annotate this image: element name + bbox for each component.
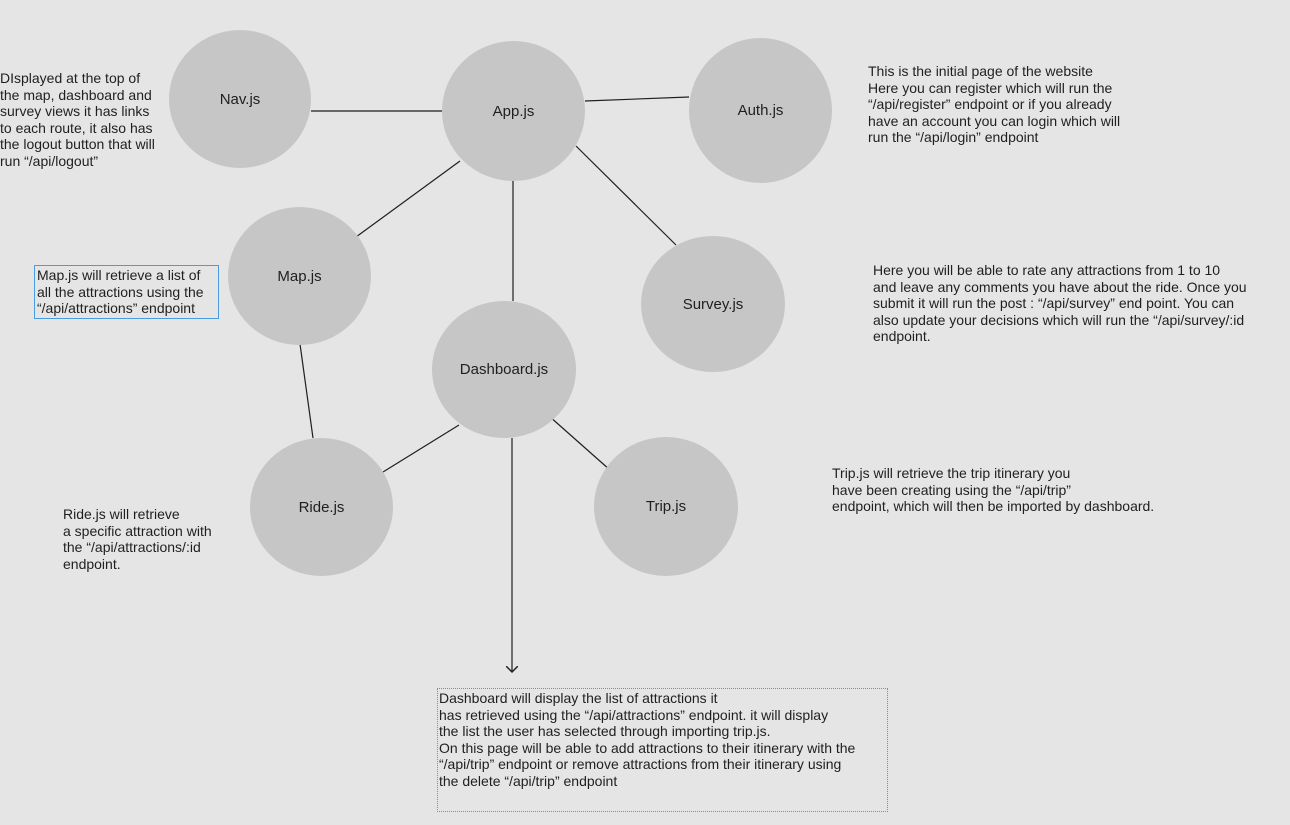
edge-map-ride	[299, 343, 314, 439]
note-survey: Here you will be able to rate any attrac…	[873, 262, 1247, 344]
edge-dashboard-ride	[382, 424, 460, 473]
node-dashboard-label: Dashboard.js	[459, 361, 549, 378]
node-survey-label: Survey.js	[682, 295, 744, 313]
node-nav-label: Nav.js	[219, 90, 261, 108]
node-app: App.js	[442, 41, 585, 181]
edge-dashboard-trip	[548, 415, 611, 471]
note-nav: DIsplayed at the top of the map, dashboa…	[0, 70, 155, 169]
node-trip: Trip.js	[594, 437, 738, 576]
node-map: Map.js	[228, 207, 371, 345]
node-trip-label: Trip.js	[645, 498, 687, 515]
edge-app-survey	[575, 145, 677, 246]
note-ride: Ride.js will retrieve a specific attract…	[63, 506, 212, 572]
note-map: Map.js will retrieve a list of all the a…	[34, 265, 219, 319]
node-auth: Auth.js	[689, 38, 832, 183]
edge-app-auth	[584, 96, 690, 102]
node-ride-label: Ride.js	[298, 498, 345, 516]
node-nav: Nav.js	[169, 30, 311, 168]
node-app-label: App.js	[492, 102, 535, 120]
node-dashboard: Dashboard.js	[432, 301, 576, 438]
node-map-label: Map.js	[277, 267, 322, 285]
node-ride: Ride.js	[250, 438, 393, 576]
edge-app-map	[355, 160, 461, 238]
note-auth: This is the initial page of the website …	[868, 63, 1121, 145]
note-dashboard: Dashboard will display the list of attra…	[437, 688, 888, 812]
note-trip: Trip.js will retrieve the trip itinerary…	[832, 465, 1155, 514]
node-survey: Survey.js	[641, 236, 785, 372]
node-auth-label: Auth.js	[737, 102, 784, 119]
